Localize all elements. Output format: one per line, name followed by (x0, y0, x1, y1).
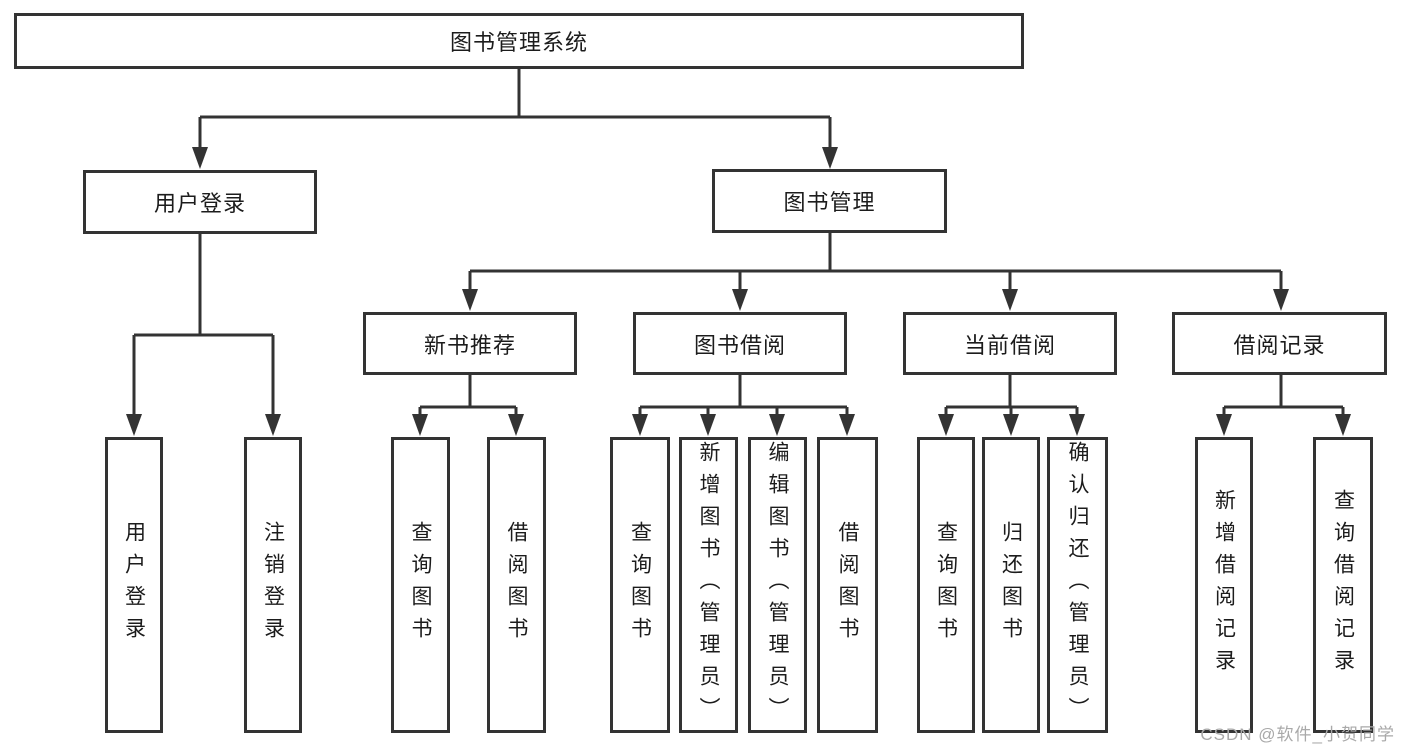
leaf-bb-add-books-admin: 新增图书（管理员） (679, 437, 738, 733)
leaf-label: 新增图书（管理员） (697, 441, 720, 729)
node-book-management-branch: 图书管理 (712, 169, 947, 233)
leaf-cb-confirm-return-admin: 确认归还（管理员） (1047, 437, 1108, 733)
node-root-system: 图书管理系统 (14, 13, 1024, 69)
csdn-watermark: CSDN @软件_小贺同学 (1200, 725, 1395, 744)
node-borrow-records: 借阅记录 (1172, 312, 1387, 375)
node-book-borrow: 图书借阅 (633, 312, 847, 375)
leaf-label: 归还图书 (999, 521, 1023, 649)
arrowheads (126, 147, 1351, 436)
leaf-label: 查询图书 (628, 521, 652, 649)
leaf-label: 用户登录 (122, 521, 146, 649)
leaf-label: 查询借阅记录 (1331, 489, 1355, 681)
leaf-br-add-record: 新增借阅记录 (1195, 437, 1253, 733)
node-root-label: 图书管理系统 (449, 30, 588, 55)
leaf-label: 查询图书 (409, 521, 432, 649)
leaf-label: 新增借阅记录 (1212, 489, 1236, 681)
node-label: 图书管理 (783, 190, 876, 215)
node-current-borrow: 当前借阅 (903, 312, 1117, 375)
leaf-nb-query-books: 查询图书 (391, 437, 450, 733)
leaf-cb-query-books: 查询图书 (917, 437, 975, 733)
leaf-nb-borrow-books: 借阅图书 (487, 437, 546, 733)
leaf-br-query-record: 查询借阅记录 (1313, 437, 1373, 733)
leaf-bb-borrow-books: 借阅图书 (817, 437, 878, 733)
node-new-book-recommend: 新书推荐 (363, 312, 577, 375)
leaf-label: 确认归还（管理员） (1066, 441, 1089, 729)
leaf-label: 编辑图书（管理员） (766, 441, 789, 729)
node-label: 用户登录 (153, 191, 246, 216)
leaf-logout: 注销登录 (244, 437, 302, 733)
leaf-label: 借阅图书 (836, 521, 859, 649)
node-label: 新书推荐 (423, 332, 516, 358)
leaf-label: 注销登录 (261, 521, 285, 649)
leaf-label: 借阅图书 (505, 521, 528, 649)
node-label: 图书借阅 (693, 332, 786, 358)
leaf-user-login: 用户登录 (105, 437, 163, 733)
node-user-login-branch: 用户登录 (83, 170, 317, 234)
node-label: 当前借阅 (963, 332, 1056, 358)
leaf-bb-query-books: 查询图书 (610, 437, 670, 733)
leaf-cb-return-books: 归还图书 (982, 437, 1040, 733)
leaf-bb-edit-books-admin: 编辑图书（管理员） (748, 437, 807, 733)
leaf-label: 查询图书 (934, 521, 958, 649)
node-label: 借阅记录 (1233, 332, 1326, 358)
